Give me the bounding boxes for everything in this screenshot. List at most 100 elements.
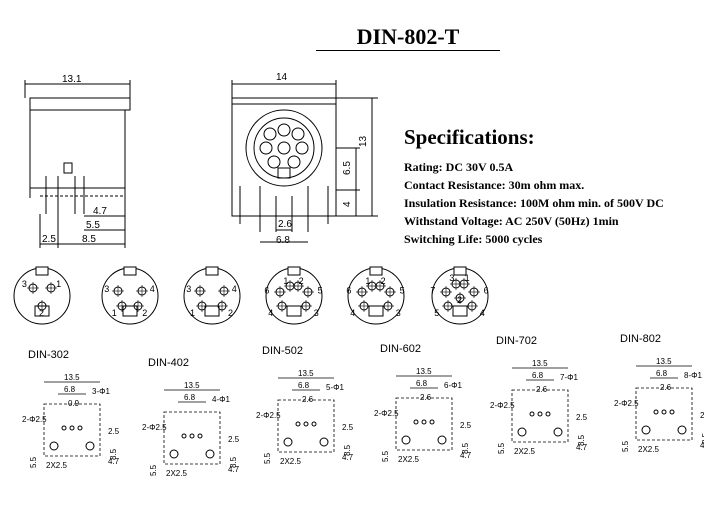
footprint-dim: 6.8 (64, 385, 76, 394)
front-dim-4: 4 (342, 201, 353, 207)
footprint-label: 2-Φ2.5 (22, 415, 47, 424)
pin-number: 7 (430, 286, 435, 296)
footprint-label: 2-Φ2.5 (614, 399, 639, 408)
front-dim-6-8: 6.8 (276, 235, 290, 246)
pin-number: 4 (232, 284, 237, 294)
front-view (231, 80, 378, 243)
pin-number: 2 (381, 276, 386, 286)
footprint-label: 3-Φ1 (92, 387, 110, 396)
footprint-label: 2X2.5 (638, 445, 659, 454)
pin-number: 4 (150, 284, 155, 294)
footprint-label: 2-Φ2.5 (142, 423, 167, 432)
footprint-dim: 6.8 (656, 369, 668, 378)
pin-number: 1 (190, 308, 195, 318)
footprint-label: 2X2.5 (514, 447, 535, 456)
footprint-label: 2-Φ2.5 (490, 401, 515, 410)
side-dim-4-7: 4.7 (93, 206, 107, 217)
footprint-label: 2.5 (576, 413, 588, 422)
footprint-dim: 13.5 (184, 381, 200, 390)
pin-number: 4 (480, 308, 485, 318)
footprint-label: 4-Φ1 (212, 395, 230, 404)
footprint-dim: 2.6 (660, 383, 672, 392)
pin-number: 2 (228, 308, 233, 318)
footprint-label: 7-Φ1 (560, 373, 578, 382)
pin-number: 2 (39, 308, 44, 318)
footprint-dim: 5.5 (149, 464, 158, 476)
pin-number: 1 (283, 276, 288, 286)
pin-face-3: 3 4 1 2 (183, 266, 241, 325)
pin-face-1: 3 1 2 (13, 266, 71, 325)
side-dim-width: 13.1 (62, 74, 82, 85)
footprint-label: 2.5 (700, 411, 704, 420)
footprint-label: 8-Φ1 (684, 371, 702, 380)
footprint-dim: 13.5 (64, 373, 80, 382)
footprint-label: 4.7 (460, 451, 472, 460)
specifications-block: Specifications: Rating: DC 30V 0.5A Cont… (404, 125, 664, 248)
footprint-dim: 8.5 (343, 444, 352, 456)
footprint-dim: 6.8 (532, 371, 544, 380)
spec-contact-resistance: Contact Resistance: 30m ohm max. (404, 178, 585, 192)
footprint-dim: 13.5 (298, 369, 314, 378)
footprint-dim: 13.5 (532, 359, 548, 368)
footprint-label: 2X2.5 (280, 457, 301, 466)
pin-number: 4 (350, 308, 355, 318)
pin-number: 3 (186, 284, 191, 294)
footprint-title: DIN-502 (262, 345, 303, 357)
pin-number: 3 (396, 308, 401, 318)
footprint-din-802: DIN-80213.56.82.68-Φ12-Φ2.52X2.54.72.55.… (614, 333, 704, 454)
footprint-dim: 5.5 (497, 442, 506, 454)
footprint-label: 2X2.5 (46, 461, 67, 470)
footprint-dim: 13.5 (656, 357, 672, 366)
footprint-dim: 6.8 (184, 393, 196, 402)
pin-number: 6 (484, 286, 489, 296)
pin-number: 3 (22, 279, 27, 289)
footprint-dim: 6.8 (416, 379, 428, 388)
footprint-dim: 8.5 (461, 442, 470, 454)
footprint-label: 4.7 (576, 443, 588, 452)
pin-number: 3 (314, 308, 319, 318)
page-title: DIN-802-T (316, 24, 500, 51)
footprint-dim: 13.5 (416, 367, 432, 376)
footprint-label: 2.5 (342, 423, 354, 432)
pin-number: 1 (365, 276, 370, 286)
footprint-dim: 8.5 (577, 434, 586, 446)
footprint-label: 2X2.5 (166, 469, 187, 478)
footprint-dim: 2.6 (302, 395, 314, 404)
side-dim-5-5: 5.5 (86, 220, 100, 231)
footprint-title: DIN-402 (148, 357, 189, 369)
pin-number: 2 (299, 276, 304, 286)
spec-insulation-resistance: Insulation Resistance: 100M ohm min. of … (404, 196, 664, 210)
footprint-dim: 5.5 (621, 440, 630, 452)
footprint-dim: 6.8 (298, 381, 310, 390)
footprint-dim: 8.5 (701, 432, 704, 444)
footprint-label: 5-Φ1 (326, 383, 344, 392)
front-dim-center: 6.5 (342, 161, 353, 175)
footprint-dim: 0.9 (68, 399, 80, 408)
front-dim-height: 13 (358, 135, 369, 147)
footprint-dim: 5.5 (263, 452, 272, 464)
pin-number: 4 (268, 308, 273, 318)
spec-switching-life: Switching Life: 5000 cycles (404, 232, 543, 246)
footprint-label: 2.5 (228, 435, 240, 444)
footprint-label: 2-Φ2.5 (374, 409, 399, 418)
footprint-title: DIN-602 (380, 343, 421, 355)
footprint-label: 2.5 (460, 421, 472, 430)
footprint-title: DIN-802 (620, 333, 661, 345)
side-dim-2-5: 2.5 (42, 234, 56, 245)
pin-number: 5 (318, 286, 323, 296)
pin-number: 1 (56, 279, 61, 289)
footprint-label: 6-Φ1 (444, 381, 462, 390)
footprint-dim: 2.6 (420, 393, 432, 402)
footprint-dim: 5.5 (29, 456, 38, 468)
pin-number: 5 (400, 286, 405, 296)
